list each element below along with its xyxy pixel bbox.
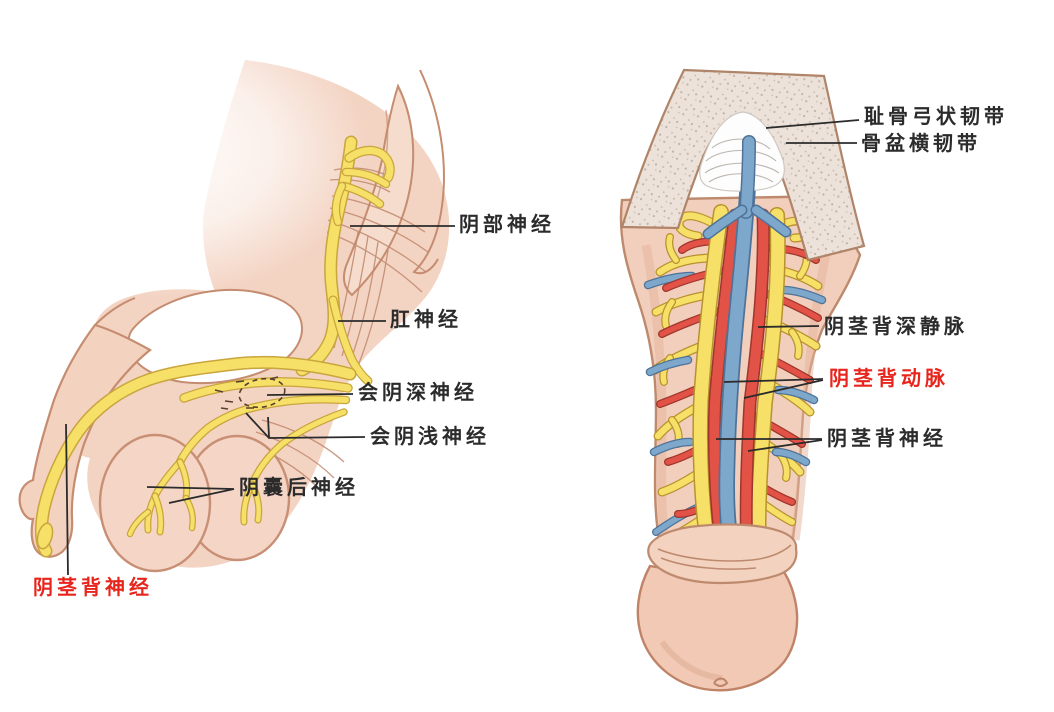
- leader-dorsal-nerve-penis-right: [716, 438, 823, 452]
- dorsal-penis-illustration: [619, 68, 866, 692]
- corona-collar: [647, 523, 798, 585]
- dorsal-artery-left: [709, 210, 740, 555]
- label-dorsal-nerve-of-penis-right: 阴茎背神经: [827, 428, 947, 450]
- dorsal-nerve-left: [693, 205, 728, 559]
- shaft-shading-left: [641, 244, 670, 541]
- hip-contour: [412, 69, 445, 275]
- leader-posterior-scrotal-nerve: [146, 486, 235, 504]
- leader-deep-perineal-nerve: [266, 393, 354, 396]
- deep-dorsal-vein: [720, 158, 756, 563]
- penis-nerve-tip: [36, 522, 54, 550]
- deep-dorsal-vein-top: [702, 135, 792, 240]
- glans-notch: [713, 677, 729, 687]
- label-dorsal-artery-of-penis: 阴茎背动脉: [829, 368, 949, 390]
- label-deep-dorsal-vein-of-penis: 阴茎背深静脉: [824, 316, 968, 338]
- soft-fade: [0, 0, 370, 300]
- leader-deep-dorsal-vein: [757, 325, 820, 328]
- label-transverse-pelvic-ligament: 骨盆横韧带: [861, 133, 981, 155]
- label-anal-nerve: 肛神经: [390, 309, 462, 331]
- leader-dorsal-artery: [723, 378, 824, 399]
- label-dorsal-nerve-of-penis-left: 阴茎背神经: [33, 577, 153, 599]
- label-arcuate-pubic-ligament: 耻骨弓状韧带: [864, 106, 1008, 128]
- label-pudendal-nerve: 阴部神经: [459, 214, 555, 236]
- leader-dorsal-nerve-penis-left: [65, 423, 69, 576]
- dashed-oval: [214, 376, 286, 410]
- sagittal-perineum-illustration: [0, 0, 450, 573]
- dorsal-artery-right: [741, 210, 769, 555]
- dorsal-nerve-right: [751, 208, 785, 559]
- leader-superficial-perineal-nerve: [245, 412, 366, 439]
- label-deep-perineal-nerve: 会阴深神经: [358, 382, 478, 404]
- label-superficial-perineal-nerve: 会阴浅神经: [370, 426, 490, 448]
- label-posterior-scrotal-nerve: 阴囊后神经: [239, 477, 359, 499]
- leader-arcuate-pubic-ligament: [765, 119, 860, 129]
- central-bundle: [692, 156, 786, 566]
- leader-lines: [65, 119, 860, 576]
- glans-shading: [659, 640, 723, 681]
- pubic-contour: [94, 297, 136, 326]
